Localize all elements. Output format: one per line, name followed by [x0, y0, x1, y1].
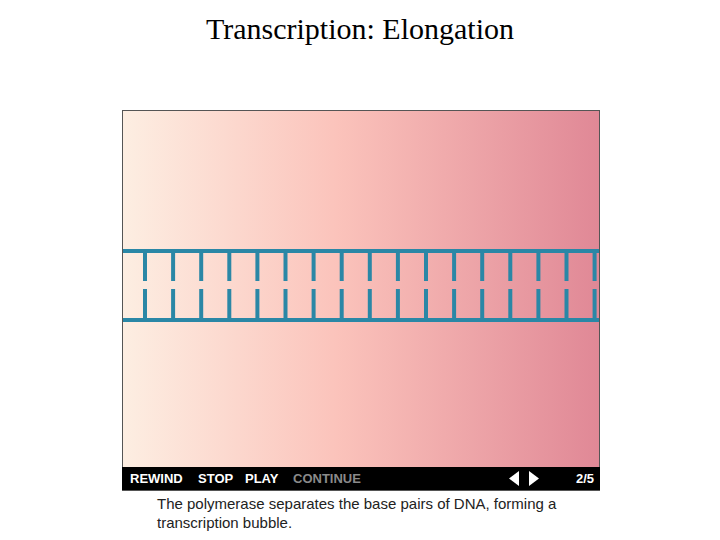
frame-counter: 2/5 — [576, 467, 594, 490]
stop-button: STOP — [198, 467, 233, 490]
slide-title: Transcription: Elongation — [0, 12, 720, 46]
control-bar: REWIND STOP PLAY CONTINUE 2/5 — [122, 467, 600, 490]
continue-button: CONTINUE — [293, 467, 361, 490]
panel-ground — [123, 111, 600, 491]
play-button: PLAY — [245, 467, 278, 490]
dna-ladder — [123, 251, 599, 320]
frame-caption: The polymerase separates the base pairs … — [157, 494, 587, 532]
rewind-button: REWIND — [130, 467, 183, 490]
